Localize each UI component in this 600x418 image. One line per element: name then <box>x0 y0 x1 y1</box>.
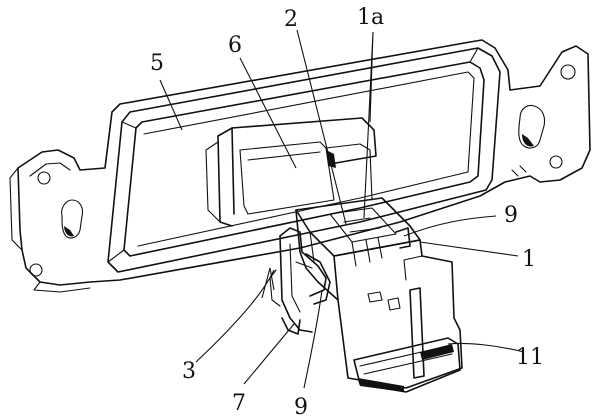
slot-hole-icon <box>518 104 546 149</box>
arrow-icon <box>261 267 275 299</box>
callout-labels: 5 6 2 1a 9 1 11 3 7 9 <box>150 5 544 418</box>
label-9-top: 9 <box>504 203 518 228</box>
label-9-bottom: 9 <box>294 395 308 418</box>
socket-module <box>295 197 463 393</box>
label-3: 3 <box>182 359 196 384</box>
label-1: 1 <box>522 247 536 272</box>
screw-hole-icon <box>560 64 576 80</box>
label-2: 2 <box>284 7 298 32</box>
insert-frame <box>205 117 377 227</box>
label-6: 6 <box>228 33 242 58</box>
label-11: 11 <box>516 345 544 370</box>
leader-lines <box>159 29 525 389</box>
screw-hole-icon <box>37 171 51 185</box>
label-7: 7 <box>232 391 246 416</box>
screw-hole-icon <box>29 263 43 277</box>
slot-hole-icon <box>61 199 84 239</box>
label-5: 5 <box>150 51 164 76</box>
screw-hole-icon <box>549 155 563 169</box>
latch-clip <box>269 227 331 335</box>
wall-plate <box>9 39 591 293</box>
label-1a: 1a <box>357 5 384 30</box>
